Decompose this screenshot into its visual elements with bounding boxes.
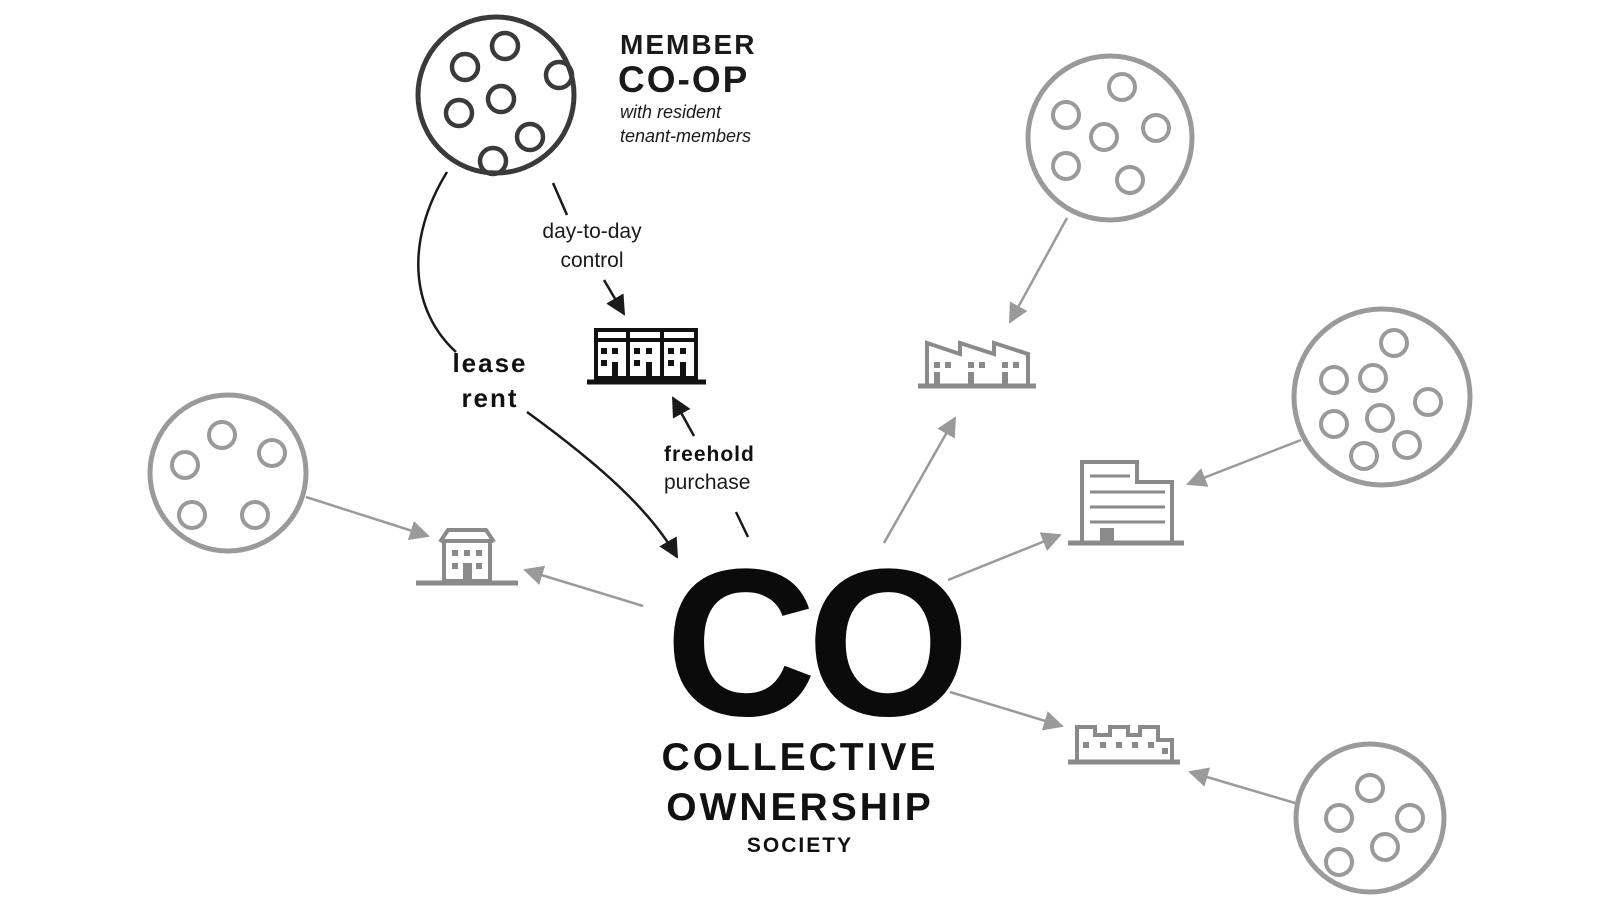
member-coop-circle	[415, 14, 577, 177]
society-name-line1: COLLECTIVE	[661, 736, 939, 779]
freehold-label-line2: purchase	[664, 471, 751, 494]
control-label-line2: control	[560, 249, 624, 272]
member-coop-circle-top-right	[1025, 53, 1195, 223]
lease-label-line1: lease	[452, 348, 528, 378]
right-coop-arrow	[1186, 438, 1302, 487]
co-to-townhouses-arrow	[949, 690, 1064, 731]
left-coop-arrow	[305, 495, 430, 541]
member-coop-circle-bottom-right	[1293, 741, 1447, 895]
lease-label-line2: rent	[461, 383, 519, 413]
townhouses-icon	[1068, 725, 1180, 765]
control-label-line1: day-to-day	[542, 220, 642, 243]
member-icon	[485, 83, 517, 115]
member-icon	[443, 97, 475, 129]
member-coop-subtitle-line1: with resident	[620, 102, 722, 122]
member-icon	[449, 51, 481, 83]
office-building-icon	[1068, 460, 1184, 546]
factory-icon	[918, 340, 1036, 389]
freehold-arrow	[734, 511, 750, 538]
freehold-label-line1: freehold	[664, 443, 755, 466]
member-icon	[543, 59, 575, 91]
member-icon	[477, 145, 509, 177]
freehold-arrow-head	[671, 396, 696, 437]
top-right-coop-arrow	[1008, 217, 1069, 324]
society-name-line2: OWNERSHIP	[666, 786, 934, 829]
co-to-office-arrow	[947, 532, 1062, 582]
control-arrow-top	[551, 182, 569, 216]
house-icon	[416, 528, 518, 586]
co-to-house-arrow	[523, 565, 644, 608]
control-arrow	[602, 279, 626, 316]
lease-rent-arrow-tail	[526, 410, 679, 559]
society-logo-mark: CO	[665, 525, 970, 760]
member-coop-circle-right	[1291, 306, 1473, 488]
member-coop-title-line2: CO-OP	[618, 59, 750, 100]
member-icon	[489, 30, 521, 62]
member-coop-title-line1: MEMBER	[620, 29, 757, 60]
society-name-line3: SOCIETY	[746, 834, 854, 857]
member-coop-circle-left	[147, 392, 309, 554]
lease-rent-arrow	[417, 171, 457, 353]
co-to-factory-arrow	[882, 416, 957, 544]
member-coop-subtitle-line2: tenant-members	[620, 126, 752, 146]
bottom-right-coop-arrow	[1188, 767, 1296, 805]
member-icon	[514, 121, 546, 153]
terraced-houses-icon	[587, 328, 706, 385]
